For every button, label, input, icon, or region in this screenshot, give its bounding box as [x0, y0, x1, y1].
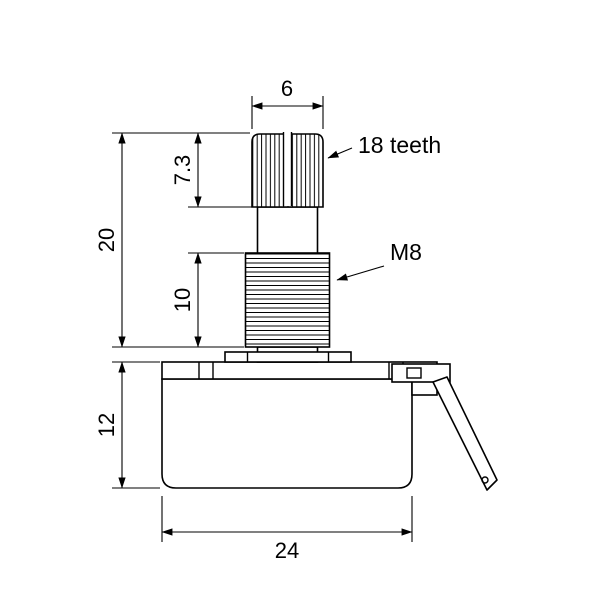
dim-knurl-length [188, 132, 253, 208]
pot-body-group [161, 131, 498, 491]
label-teeth: 18 teeth [358, 132, 441, 158]
leader-m8-arrow [336, 265, 385, 281]
label-body-height: 12 [94, 413, 119, 437]
label-shaft-width: 6 [281, 76, 293, 101]
shaft-slot-edges [282, 132, 293, 206]
dim-body-width [161, 496, 413, 542]
lug-plate-hole [406, 367, 422, 379]
shaft-slot [283, 131, 292, 206]
dim-body-height [112, 361, 160, 489]
dim-shaft-width [251, 96, 324, 129]
smooth-shaft [256, 206, 319, 254]
solder-lug-strip [432, 376, 498, 491]
label-body-width: 24 [275, 538, 299, 563]
label-thread-spec: M8 [390, 239, 422, 265]
leader-teeth-arrow [327, 147, 353, 159]
dimension-lines [112, 96, 413, 542]
pot-can-body [161, 378, 413, 489]
dim-shaft-total [112, 132, 244, 348]
threaded-bushing [244, 252, 331, 348]
label-shaft-total: 20 [94, 228, 119, 252]
dim-bushing-length [188, 252, 244, 348]
label-knurl-length: 7.3 [170, 155, 195, 186]
label-bushing-length: 10 [170, 288, 195, 312]
lug-tip-hole [481, 476, 489, 484]
washer-tabs [246, 352, 330, 362]
dimension-labels: 6 7.3 20 10 12 24 18 teeth M8 [94, 76, 441, 563]
washer-plate [224, 351, 352, 363]
